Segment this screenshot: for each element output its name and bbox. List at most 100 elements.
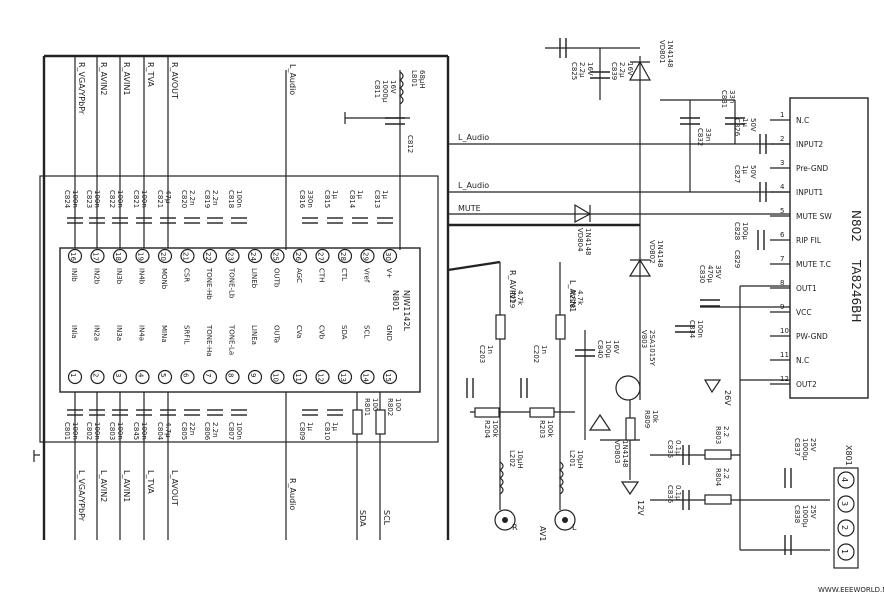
ic-n801-pin-number: 18 bbox=[114, 252, 122, 261]
component-label-r804: R804 bbox=[714, 468, 722, 487]
input-net-label: L_VGA/YPbPr bbox=[77, 470, 86, 522]
ic-n801-pin-number: 10 bbox=[272, 373, 280, 382]
top-capacitor-ref: C821 bbox=[156, 190, 164, 208]
top-capacitor-value: 2.2n bbox=[211, 190, 219, 206]
top-capacitor-ref: C818 bbox=[227, 190, 235, 208]
ic-n801-bottom-pins: 1INla2IN2a3IN3a4IN4a5MINa6SRFIL7TONE-Ha8… bbox=[67, 324, 398, 385]
ic-n801-pin-3 bbox=[112, 369, 128, 385]
component-label-c825: C825 bbox=[570, 62, 578, 80]
component-label-c203: 1n bbox=[486, 345, 494, 354]
ic-n801-pin-number: 11 bbox=[294, 373, 302, 382]
component-label-c827: 50V bbox=[749, 165, 757, 179]
ic-n802-pin-label: MUTE T.C bbox=[796, 260, 831, 269]
ic-n801-pin-number: 26 bbox=[294, 252, 302, 261]
component-label-r228: 4.7k bbox=[576, 290, 584, 306]
ic-n802-pin-number: 11 bbox=[780, 351, 789, 359]
component-label-c838: C838 bbox=[793, 505, 801, 523]
ic-n801-pin-label: LINEb bbox=[250, 268, 258, 289]
component-label-c832: C832 bbox=[696, 128, 704, 146]
component-label-c203: C203 bbox=[478, 345, 486, 363]
input-net-label: L_AVIN2 bbox=[99, 470, 108, 502]
top-capacitor-value: 1μ bbox=[381, 190, 389, 199]
ic-n801-pin-number: 21 bbox=[182, 252, 190, 261]
ic-n801-pin-16 bbox=[67, 248, 83, 264]
component-label-r809: 10k bbox=[651, 410, 659, 424]
component-label-r802: R802 bbox=[386, 398, 394, 416]
component-label-c829: C829 bbox=[733, 250, 741, 268]
ic-n801-pin-number: 16 bbox=[69, 252, 77, 261]
component-label-c828: C828 bbox=[733, 222, 741, 240]
input-net-label: R_AVIN1 bbox=[122, 62, 131, 95]
bottom-capacitor-value: 100n bbox=[235, 422, 243, 440]
bottom-capacitor-value: 100n bbox=[140, 422, 148, 440]
ic-n802-pin-number: 6 bbox=[780, 231, 785, 239]
top-capacitor-value: 1μ bbox=[356, 190, 364, 199]
component-label-r203: R203 bbox=[538, 420, 546, 438]
resistor-r228-symbol bbox=[555, 314, 566, 340]
ic-n802-name: TA8246BH bbox=[849, 259, 863, 322]
component-label-c831: 33n bbox=[728, 90, 736, 103]
top-capacitor-value: 2.2n bbox=[188, 190, 196, 206]
ic-n801-pin-number: 20 bbox=[159, 252, 167, 261]
ic-n801-pin-label: CTH bbox=[318, 268, 326, 282]
component-label-l801: L801 bbox=[410, 70, 418, 87]
top-capacitor-ref: C823 bbox=[85, 190, 93, 208]
component-label-r801: 100 bbox=[371, 398, 379, 411]
ic-n801-top-pins: 16INlb17IN2b18IN3b19IN4b20MONb21CSR22TON… bbox=[67, 248, 398, 300]
ic-n801-pin-label: IN4a bbox=[138, 325, 146, 341]
component-label-c837: 1000μ bbox=[801, 438, 809, 461]
ic-n801-pin-label: V+ bbox=[385, 268, 393, 279]
component-label-vd801: VD801 bbox=[658, 40, 666, 64]
component-label-r229: 4.7k bbox=[516, 290, 524, 306]
jack-r-label: R bbox=[512, 523, 518, 532]
component-label-c825: 16V bbox=[586, 62, 594, 76]
resistor-r801-symbol bbox=[352, 409, 363, 435]
ic-n801-pin-number: 14 bbox=[362, 373, 370, 382]
bottom-capacitor-ref: C802 bbox=[85, 422, 93, 440]
diode-vd803-symbol bbox=[588, 413, 612, 431]
resistor-r802-symbol bbox=[375, 409, 386, 435]
net-labels: L_Audio L_Audio L_Audio MUTE R_Audio SDA… bbox=[288, 64, 732, 527]
component-label-c831: C831 bbox=[720, 90, 728, 108]
ic-n802-pin-number: 8 bbox=[780, 279, 784, 287]
inductor-l801-symbol bbox=[398, 71, 404, 105]
ic-n801-pin-number: 2 bbox=[92, 373, 100, 377]
watermark: WWW.EEEWORLD.NET bbox=[818, 586, 884, 594]
ic-n801-pin-label: IN3b bbox=[115, 268, 123, 285]
ic-n801-pin-22 bbox=[202, 248, 218, 264]
diode-vd801-symbol bbox=[628, 60, 652, 81]
ic-n801-pin-number: 23 bbox=[227, 252, 235, 261]
inductor-l202-symbol bbox=[498, 461, 504, 495]
ic-n801: NJW1142L N801 16INlb17IN2b18IN3b19IN4b20… bbox=[59, 247, 421, 393]
component-label-c832: 33n bbox=[704, 128, 712, 141]
input-net-label: L_AVIN1 bbox=[122, 470, 131, 502]
ic-n801-pin-label: GND bbox=[385, 325, 393, 341]
ic-n801-pin-23 bbox=[225, 248, 240, 264]
net-label-l-audio-input2: L_Audio bbox=[458, 133, 489, 142]
net-label-l-audio-top: L_Audio bbox=[288, 64, 297, 95]
component-symbols bbox=[352, 38, 859, 569]
ic-n801-pin-5 bbox=[157, 369, 173, 385]
connector-x801-pin-4 bbox=[837, 471, 855, 489]
top-capacitor-ref: C819 bbox=[203, 190, 211, 208]
component-label-r204: R204 bbox=[483, 420, 491, 439]
ic-n801-pin-label: IN2a bbox=[93, 325, 101, 341]
ic-n801-pin-number: 4 bbox=[137, 373, 145, 378]
component-label-vd802: 1N4148 bbox=[656, 240, 664, 268]
component-label-c827: 1μ bbox=[741, 165, 749, 174]
ic-n801-pin-label: MINa bbox=[160, 325, 168, 343]
ic-n801-pin-13 bbox=[337, 369, 353, 385]
ic-n801-pin-4 bbox=[135, 369, 150, 385]
component-label-c834: C834 bbox=[688, 320, 696, 339]
component-label-c839: 16V bbox=[626, 62, 634, 76]
ic-n802-pin-number: 5 bbox=[780, 207, 784, 215]
ic-n801-pin-19 bbox=[135, 248, 150, 264]
ic-n801-pin-15 bbox=[382, 369, 398, 385]
component-label-c837: 25V bbox=[809, 438, 817, 452]
net-label-r-avin1: R_AVIN1 bbox=[508, 270, 517, 303]
component-label-v803: V803 bbox=[640, 330, 648, 348]
ic-n801-pin-label: OUTa bbox=[273, 325, 281, 343]
connector-x801-pin-number: 4 bbox=[840, 477, 849, 482]
